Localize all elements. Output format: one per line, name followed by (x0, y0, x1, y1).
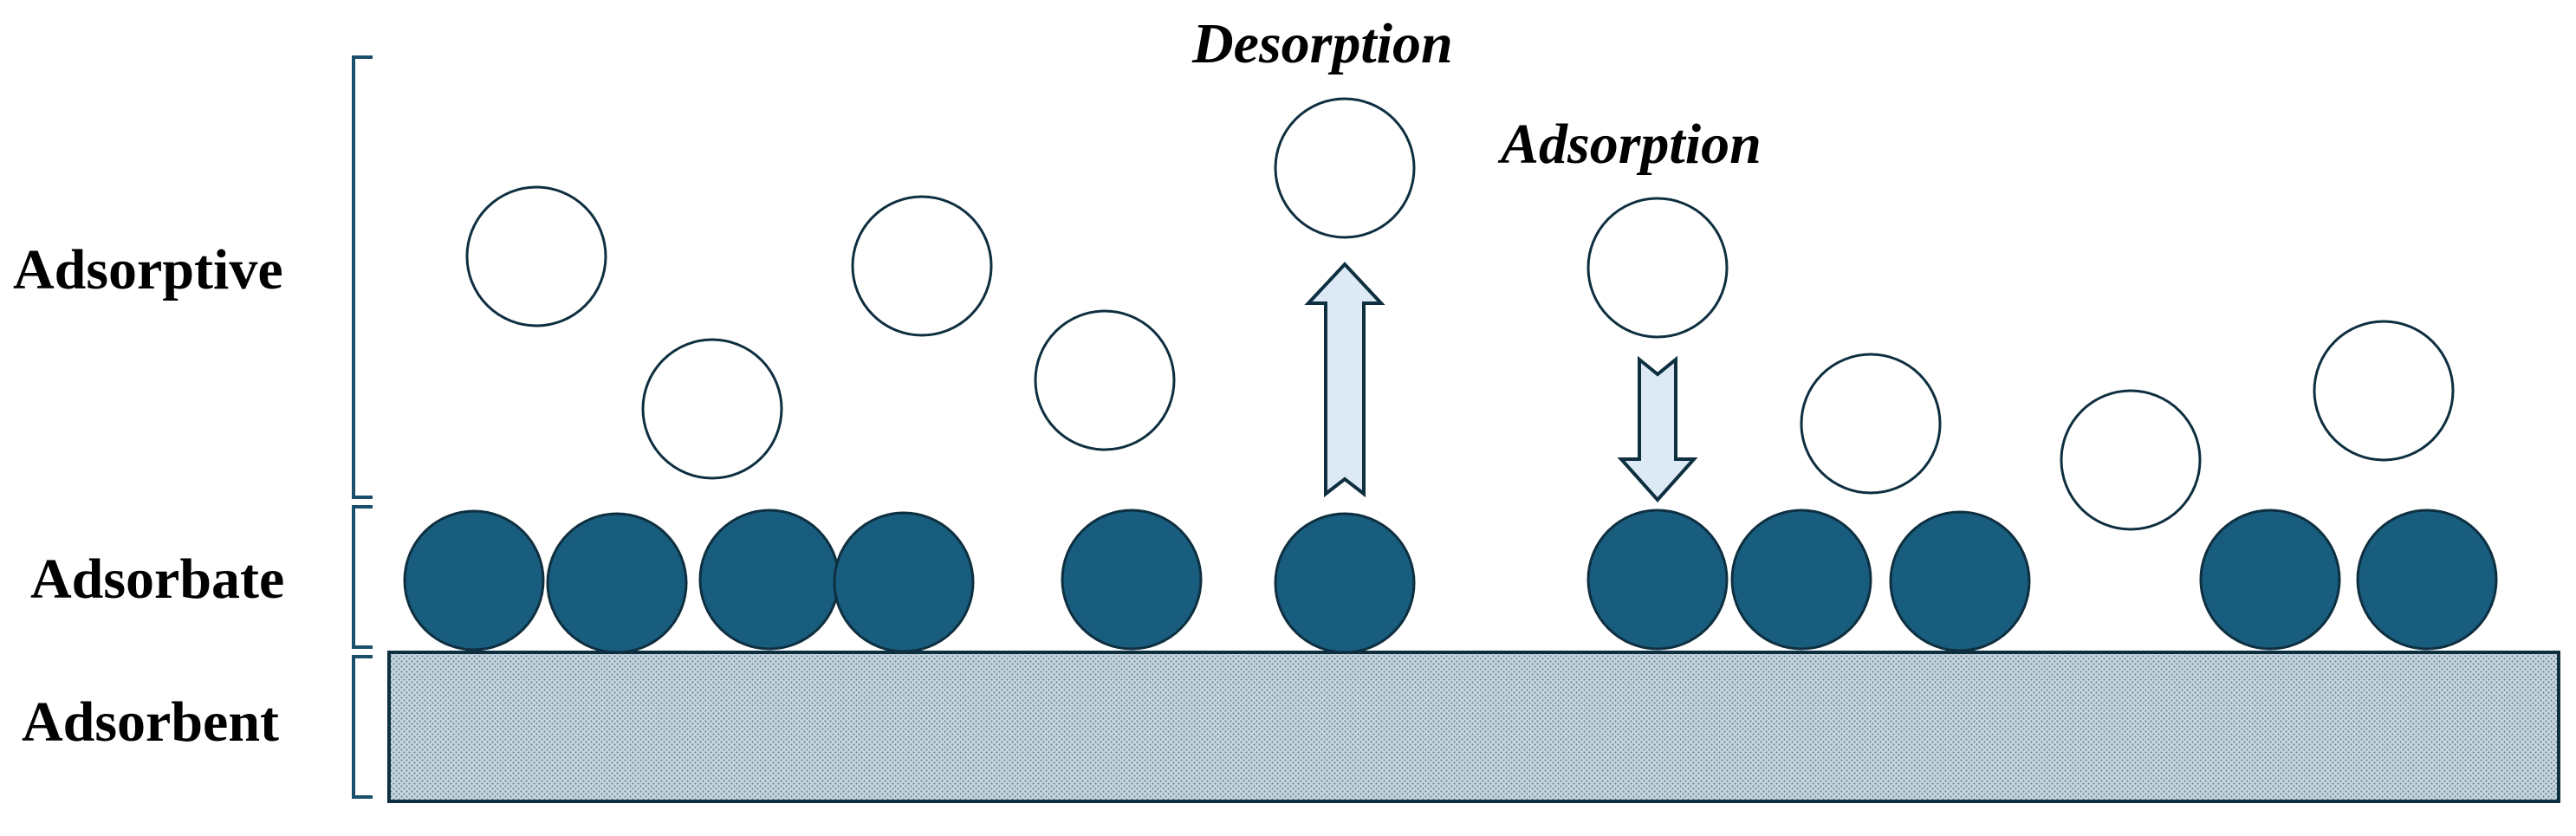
adsorbate-molecule (546, 512, 688, 654)
adsorptive-layer (465, 97, 2455, 531)
label-adsorption: Adsorption (1497, 113, 1762, 176)
adsorbate-molecule (2199, 509, 2341, 651)
label-desorption: Desorption (1191, 12, 1453, 75)
bracket-adsorptive (352, 55, 373, 499)
adsorptive-molecule (1800, 353, 1942, 495)
adsorbate-molecule (1061, 509, 1203, 651)
adsorbent-surface (387, 651, 2560, 803)
adsorptive-molecule (1274, 97, 1416, 239)
adsorptive-molecule (2313, 320, 2455, 462)
adsorptive-molecule (641, 338, 783, 480)
adsorbate-layer (403, 509, 2498, 654)
adsorptive-molecule (851, 195, 993, 337)
desorption-arrow (1304, 262, 1385, 498)
region-brackets (352, 55, 373, 799)
adsorptive-molecule (1586, 197, 1729, 339)
adsorbate-molecule (2356, 509, 2498, 651)
adsorbate-molecule (1274, 512, 1416, 654)
label-adsorptive: Adsorptive (13, 238, 283, 301)
bracket-adsorbent (352, 655, 373, 799)
adsorbate-molecule (1889, 510, 2031, 652)
label-adsorbate: Adsorbate (30, 548, 284, 611)
adsorption-arrow (1617, 355, 1698, 503)
label-adsorbent: Adsorbent (22, 690, 279, 754)
adsorptive-molecule (465, 185, 607, 327)
adsorbate-molecule (403, 509, 545, 651)
adsorbate-molecule (698, 509, 840, 651)
adsorbate-molecule (833, 511, 975, 653)
adsorptive-molecule (2060, 389, 2202, 531)
adsorptive-molecule (1034, 309, 1176, 451)
adsorbate-molecule (1586, 509, 1729, 651)
bracket-adsorbate (352, 505, 373, 649)
adsorbate-molecule (1730, 509, 1872, 651)
